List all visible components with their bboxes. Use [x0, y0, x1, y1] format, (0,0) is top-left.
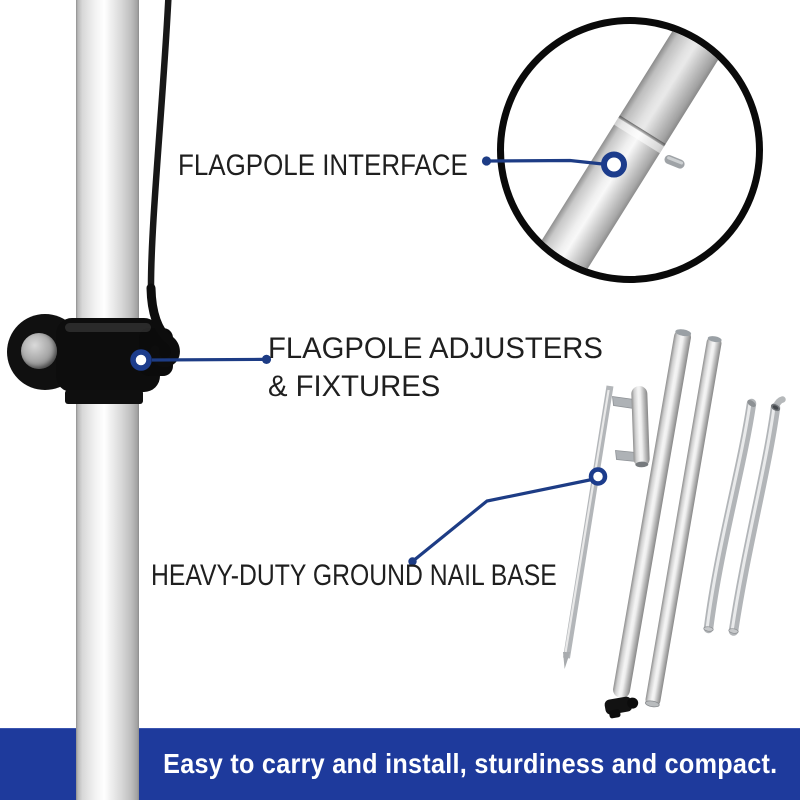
nail-handle-crossbar-bottom — [615, 450, 637, 462]
marker-ring-ground-nail — [588, 467, 608, 486]
pole-section-2 — [645, 336, 722, 708]
label-flagpole-adjusters: FLAGPOLE ADJUSTERS & FIXTURES — [268, 330, 603, 406]
clamp-highlight — [65, 323, 151, 332]
nail-handle-grip — [631, 386, 650, 468]
strap-hook — [146, 283, 180, 368]
curved-section-1 — [703, 398, 757, 634]
label-flagpole-interface: FLAGPOLE INTERFACE — [178, 149, 468, 182]
callout-ground-nail — [408, 467, 608, 566]
curved-section-2 — [728, 396, 786, 636]
label-ground-nail-base: HEAVY-DUTY GROUND NAIL BASE — [151, 559, 557, 592]
label-flagpole-adjusters-line2: & FIXTURES — [268, 370, 441, 403]
strap-cord — [147, 0, 172, 291]
banner-text-wrap: Easy to carry and install, sturdiness an… — [140, 728, 800, 800]
callout-dot-ground-nail — [408, 557, 417, 566]
ground-nail-spike — [563, 385, 614, 669]
callout-dot-adjusters — [261, 354, 272, 364]
nail-handle-crossbar-top — [612, 396, 635, 409]
callout-adjusters — [130, 349, 272, 371]
marker-ring-adjusters — [130, 349, 152, 371]
magnifier-circle — [497, 17, 763, 283]
callout-interface — [481, 151, 627, 178]
clamp-bolt — [21, 333, 57, 369]
pole-end-cap — [604, 696, 639, 719]
pole-section-1 — [613, 329, 692, 698]
clamp-step — [65, 390, 143, 404]
banner-text: Easy to carry and install, sturdiness an… — [162, 748, 778, 779]
marker-ring-interface — [601, 151, 627, 178]
joint-pin-icon — [664, 155, 685, 169]
callout-dot-interface — [481, 156, 492, 166]
label-flagpole-adjusters-line1: FLAGPOLE ADJUSTERS — [268, 332, 603, 365]
